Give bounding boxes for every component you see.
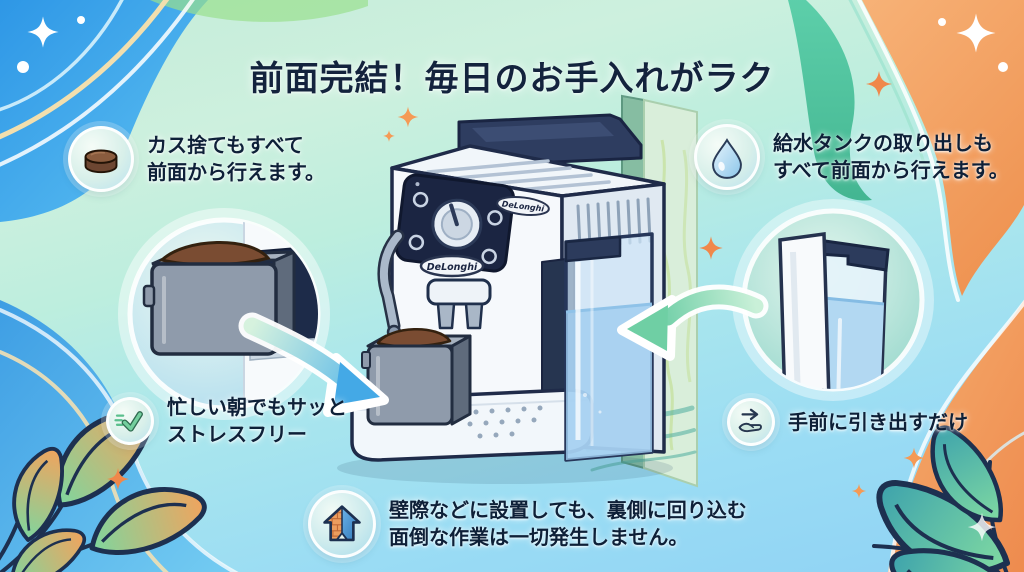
callout-water-text: 給水タンクの取り出しも すべて前面から行えます。 [773,130,1009,184]
callout-wall-text: 壁際などに設置しても、裏側に回り込む 面倒な作業は一切発生しません。 [389,497,747,551]
brand-badge-lower: DeLonghi [419,254,485,278]
callout-water-line2: すべて前面から行えます。 [773,158,1009,182]
blob-top-left [0,0,208,222]
page-title: 前面完結！毎日のお手入れがラク [249,58,775,99]
blob-top-green [150,0,368,22]
grounds-bin-front [361,328,472,426]
coffee-machine: DeLonghi DeLonghi [350,113,666,462]
coffee-spouts [426,278,492,330]
blob-top-right-teal [788,0,872,201]
callout-pull-text: 手前に引き出すだけ [788,409,968,436]
callout-wall-line1: 壁際などに設置しても、裏側に回り込む [389,498,747,523]
callout-stress-line1: 忙しい朝でもサッと [167,395,347,419]
callout-wall-line2: 面倒な作業は一切発生しません。 [389,525,689,549]
steam-wand [377,229,405,340]
sparkles [17,13,1008,542]
coffee-puck-icon [68,126,134,192]
callout-grounds-line2: 前面から行えます。 [147,160,325,184]
callout-water-tank: 給水タンクの取り出しも すべて前面から行えます。 [694,124,1009,190]
callout-grounds-text: カス捨てもすべて 前面から行えます。 [147,132,325,186]
callout-stress-text: 忙しい朝でもサッと ストレスフリー [167,394,347,448]
callout-pull-line1: 手前に引き出すだけ [788,409,968,434]
inset-water-tank [732,199,934,401]
blob-top-right-orange [862,0,1024,296]
inset-grounds-drawer [118,208,330,420]
machine-shadow [337,452,673,484]
brand-text-lower: DeLonghi [427,262,478,273]
leaves-bottom-left [0,395,211,572]
callout-grounds-line1: カス捨てもすべて [147,133,304,158]
water-drop-icon [694,124,760,190]
drip-tray-holes [467,405,543,439]
panel-buttons [408,191,503,265]
brand-badge-upper: DeLonghi [496,195,550,217]
arrow-tank [617,284,769,361]
check-speed-icon [106,396,154,445]
callout-grounds: カス捨てもすべて 前面から行えます。 [68,126,325,192]
machine-water-tank [564,232,654,462]
callout-stress-free: 忙しい朝でもサッと ストレスフリー [106,394,347,448]
arrow-grounds [238,312,389,417]
leaves-bottom-right [862,417,1018,572]
callout-water-line1: 給水タンクの取り出しも [773,131,993,156]
pull-out-hand-icon [727,398,775,446]
house-wall-icon [308,490,376,558]
callout-wall-placement: 壁際などに設置しても、裏側に回り込む 面倒な作業は一切発生しません。 [308,490,747,558]
control-panel [395,173,515,273]
callout-pull-out: 手前に引き出すだけ [727,398,968,446]
callout-stress-line2: ストレスフリー [167,421,307,446]
